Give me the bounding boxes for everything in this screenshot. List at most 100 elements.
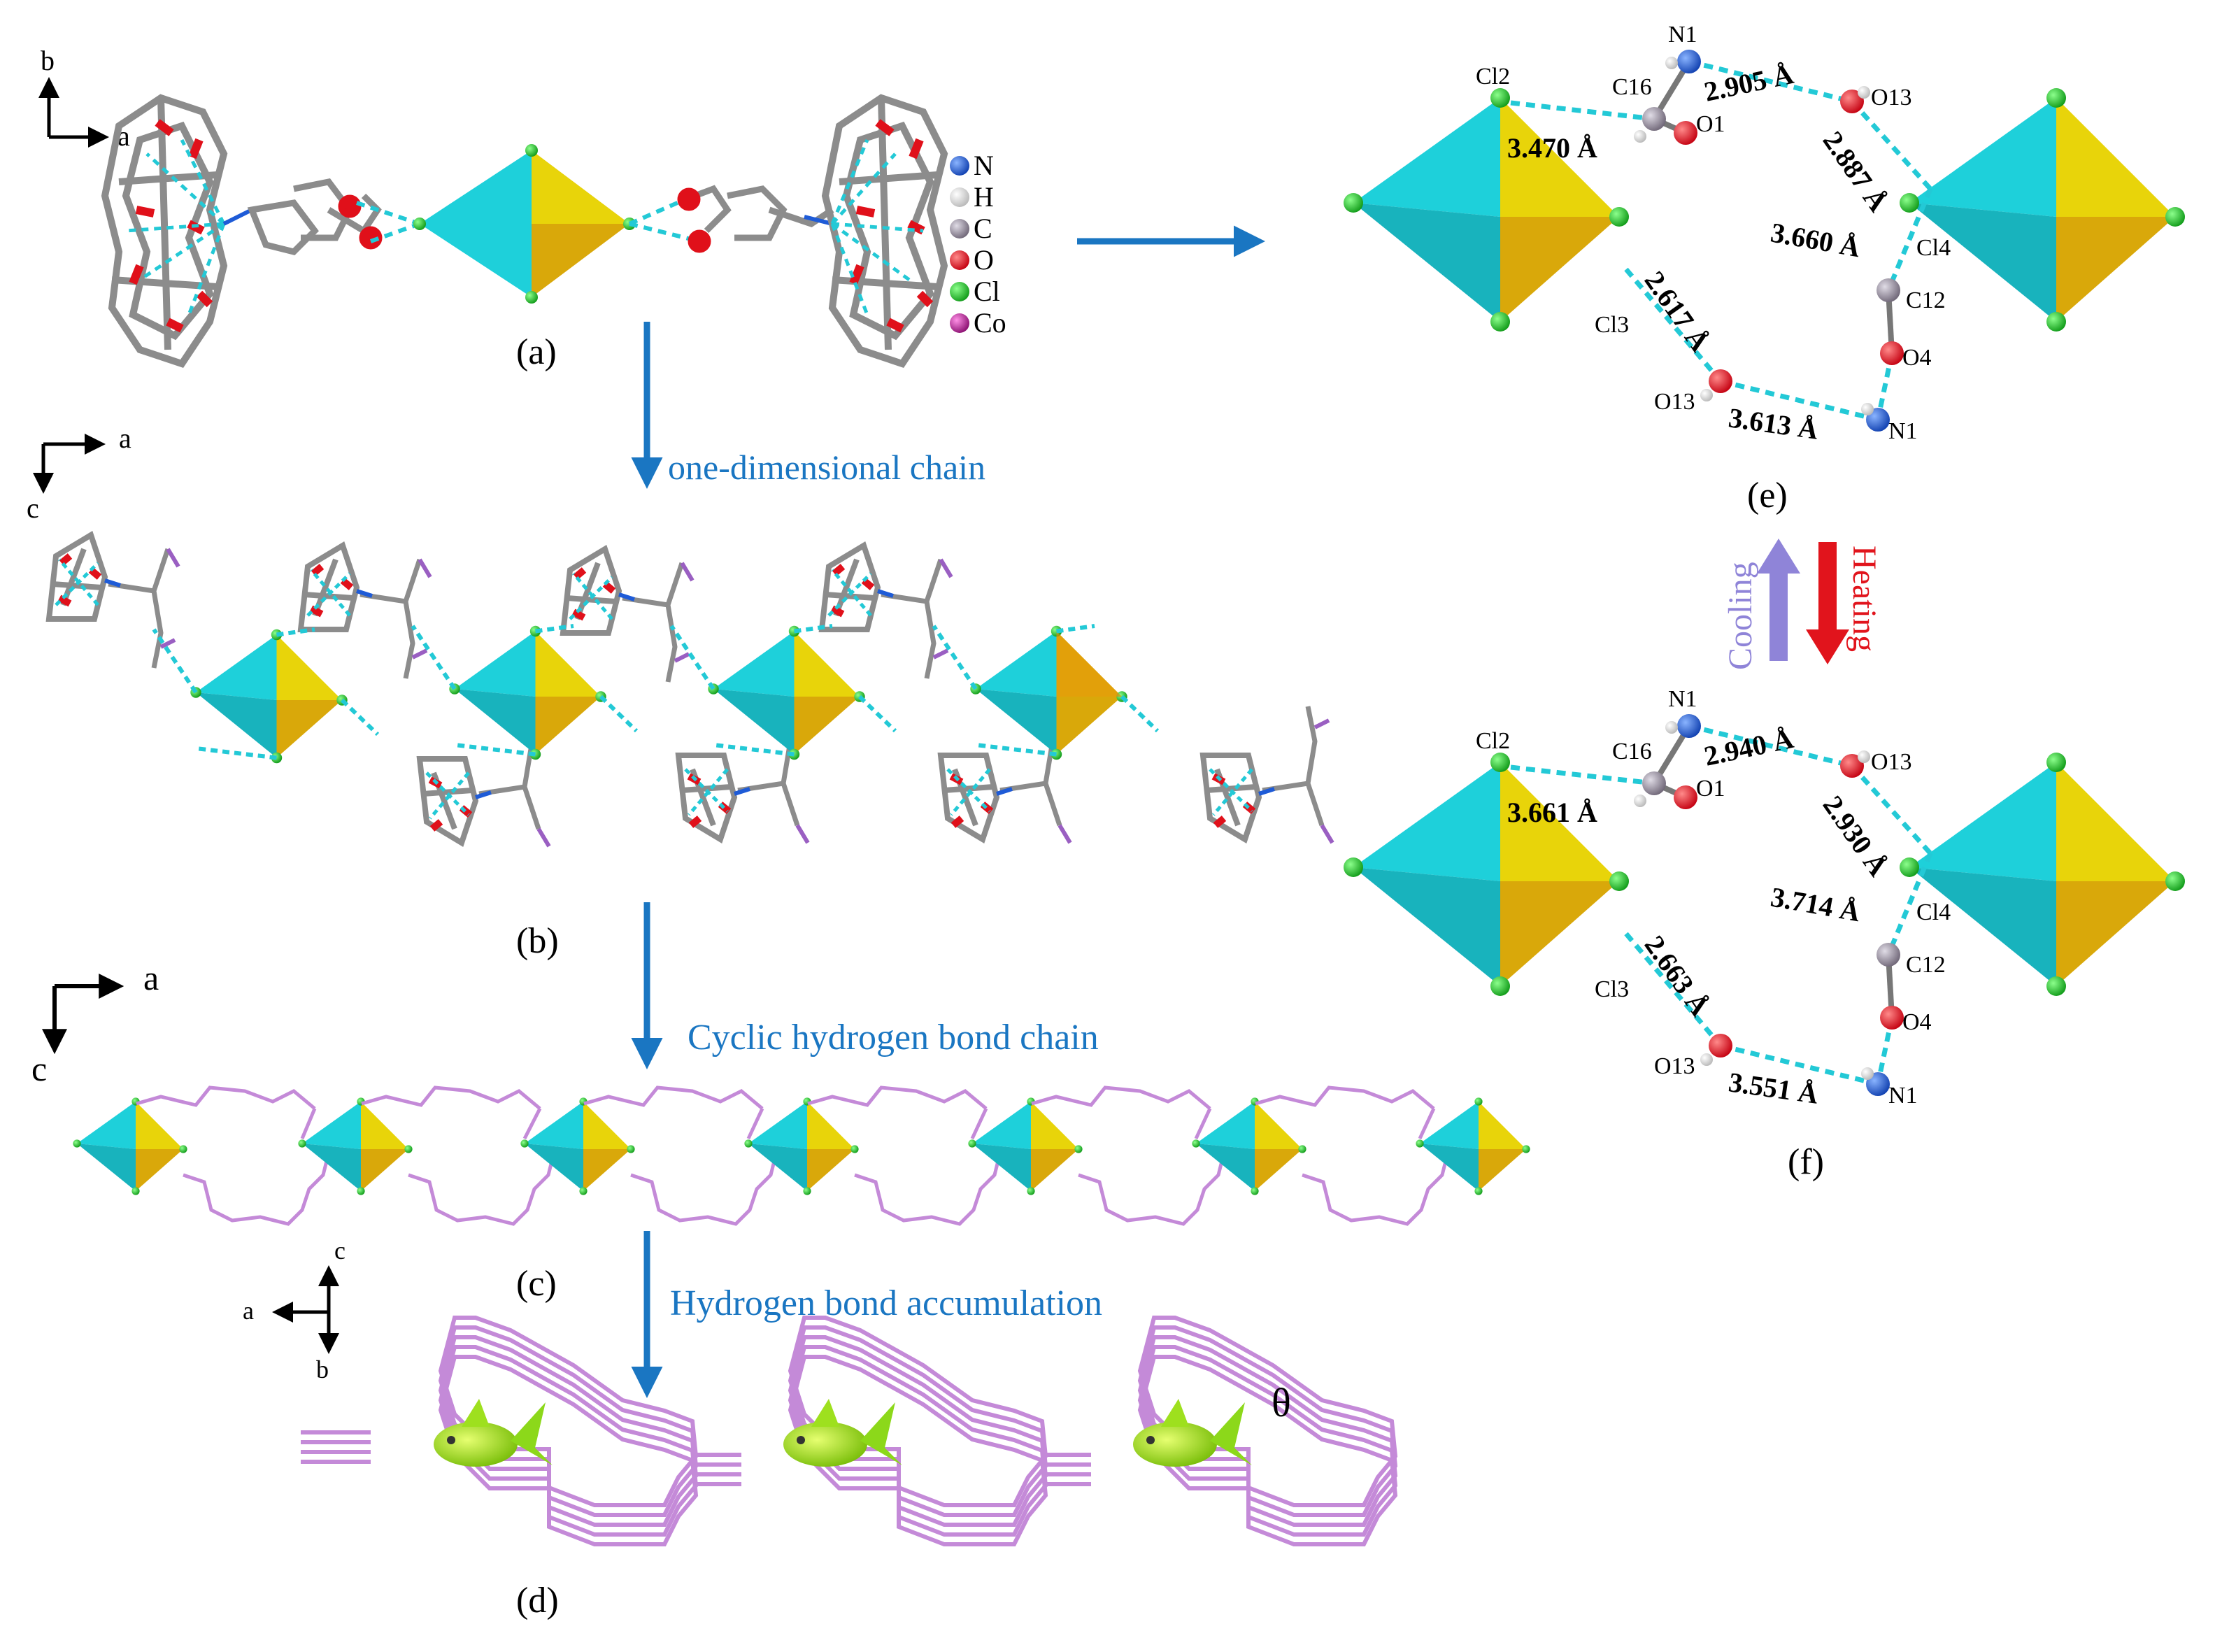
hbond-cl4-c12 (1886, 852, 1933, 956)
atom (1866, 408, 1890, 432)
hbond-n1-o13 (1688, 59, 1853, 104)
atom (1880, 1006, 1904, 1030)
atom-label: Cl2 (1476, 64, 1510, 90)
arrow-b-to-c: Cyclic hydrogen bond chain (631, 902, 1099, 1069)
distance-label: 3.551 Å (1727, 1066, 1821, 1110)
distance-label: 3.470 Å (1507, 132, 1597, 164)
one-dimensional-chain (45, 531, 1334, 848)
distance-label: 2.940 Å (1702, 722, 1797, 772)
distance-label: 2.905 Å (1702, 58, 1797, 108)
hbond-n1-o13 (1688, 723, 1853, 769)
atom (1677, 714, 1701, 738)
cocl4-tetrahedron (968, 1097, 1083, 1195)
atom-h (1861, 403, 1874, 415)
hbond-loop-top (583, 1085, 764, 1110)
legend-label-co: Co (974, 307, 1006, 339)
atom-label: N1 (1888, 418, 1918, 444)
atom-label: O4 (1902, 345, 1932, 371)
atom (1709, 369, 1732, 393)
calixarene-unit (560, 545, 695, 683)
hbond-dashes-right (628, 197, 700, 243)
hbond-loop-bottom (183, 1146, 332, 1226)
atom-h (1665, 57, 1678, 69)
atom-label: Cl2 (1476, 728, 1510, 754)
hbond-loop-link (746, 1107, 764, 1140)
legend-label-c: C (974, 213, 992, 244)
hbond-loop-link (970, 1107, 988, 1140)
atom-label: O13 (1654, 1053, 1695, 1079)
hbond-o4-n1 (1875, 1017, 1895, 1085)
hbond-cl2 (1510, 764, 1655, 786)
atom (1866, 1072, 1890, 1096)
hbond-cl4-c12 (1886, 187, 1933, 292)
cocl4-tetrahedron (1344, 753, 1629, 996)
hbond-loop-top (1031, 1085, 1211, 1110)
atom-label: O13 (1871, 85, 1912, 111)
atom-label: N1 (1888, 1083, 1918, 1109)
legend-label-h: H (974, 181, 994, 213)
cocl4-tetrahedron (298, 1097, 413, 1195)
hbond-loop-bottom (630, 1146, 780, 1226)
atom-h (1665, 721, 1678, 734)
atom (1674, 121, 1697, 145)
atom (1880, 341, 1904, 365)
cooling-heating: Cooling Heating (1722, 539, 1883, 670)
cocl4-tetrahedron (449, 625, 606, 760)
stacked-ring (438, 1345, 699, 1537)
hbond-o13-n1 (1720, 1043, 1879, 1087)
hbond-dashes-left (356, 201, 421, 243)
cocl4-tetrahedron (73, 1097, 187, 1195)
atom-label: Cl3 (1595, 976, 1629, 1002)
cocl4-tetrahedron (708, 625, 865, 760)
atom-label: N1 (1668, 686, 1697, 712)
hbond-loop-bottom (854, 1146, 1004, 1226)
cooling-arrow (1757, 539, 1800, 661)
panel-label-e: (e) (1747, 476, 1788, 515)
distance-label: 3.714 Å (1768, 881, 1863, 928)
hbond-loop-top (136, 1085, 316, 1110)
atom-label: N1 (1668, 22, 1697, 48)
phenyl-left (247, 178, 383, 255)
atom-label: O13 (1871, 749, 1912, 775)
legend-label-n: N (974, 150, 994, 181)
stacked-ring (1137, 1355, 1398, 1546)
panel-label-b: (b) (516, 921, 559, 961)
atom (1642, 107, 1666, 131)
arrow-label-accumulation: Hydrogen bond accumulation (670, 1283, 1102, 1323)
calixarene-cage-right (821, 94, 948, 368)
hbond-loop-link (1194, 1107, 1212, 1140)
atom (1877, 278, 1900, 302)
legend-label-cl: Cl (974, 276, 1000, 307)
stacked-ring (438, 1355, 699, 1546)
cyclic-hbond-chain (73, 1085, 1530, 1226)
legend-label-o: O (974, 244, 994, 276)
panel-label-d: (d) (516, 1581, 559, 1621)
atom-label: C16 (1612, 74, 1652, 100)
hbond-loop-top (807, 1085, 988, 1110)
hbond-loop-link (522, 1107, 542, 1140)
atom-label: Cl4 (1916, 235, 1951, 261)
arrow-a-to-b: one-dimensional chain (631, 322, 985, 489)
axis-label-a: a (119, 422, 131, 454)
guest-molecule (783, 1399, 902, 1467)
hbond-o13-cl4 (1850, 764, 1932, 855)
atom-label: O13 (1654, 389, 1695, 415)
atom-label: C12 (1906, 287, 1946, 313)
panel-label-c: (c) (516, 1264, 557, 1304)
guest-molecule (434, 1399, 553, 1467)
axis-label-b: b (316, 1355, 329, 1383)
axis-label-c: c (31, 1049, 47, 1088)
atom-h (1700, 389, 1713, 401)
legend-swatch-h (950, 187, 969, 207)
cocl4-tetrahedron (1192, 1097, 1306, 1195)
axis-label-b: b (41, 45, 55, 76)
hbond-accumulation-stack (301, 1316, 1398, 1546)
cocl4-tetrahedron (1416, 1097, 1530, 1195)
cocl4-tetrahedron (1900, 753, 2185, 996)
n-bond (222, 208, 253, 226)
legend-swatch-c (950, 219, 969, 238)
calixarene-unit (1199, 706, 1334, 844)
atom (1840, 754, 1864, 778)
hbond-loop-bottom (1302, 1146, 1451, 1226)
